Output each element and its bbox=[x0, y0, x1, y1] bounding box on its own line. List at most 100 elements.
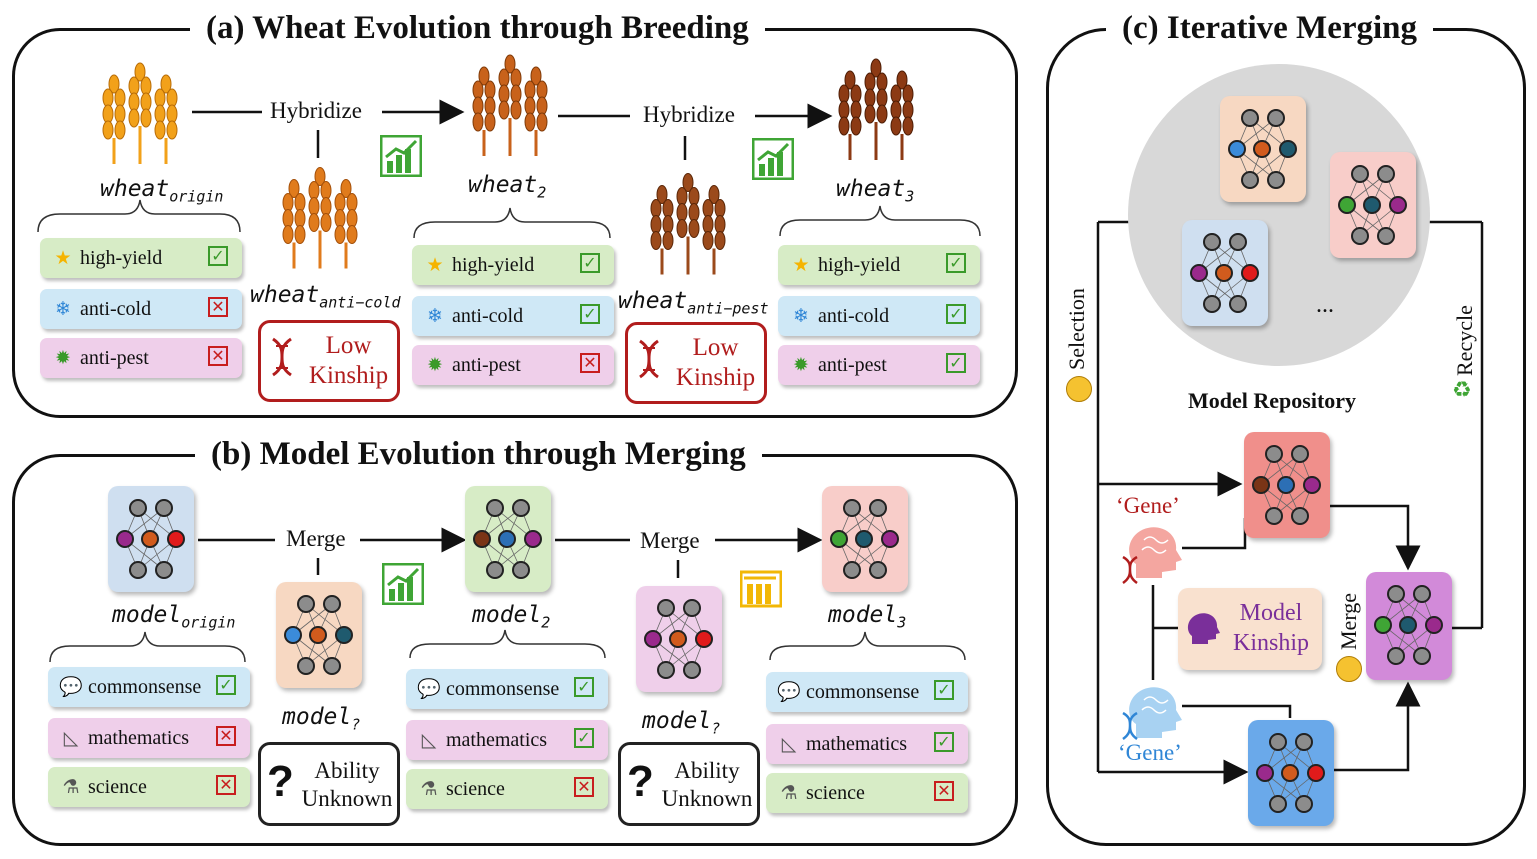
check-icon: ✓ bbox=[574, 728, 594, 748]
wheat-3-label: wheat3 bbox=[836, 176, 915, 206]
selected-model-card bbox=[1248, 720, 1334, 826]
bug-icon: ✹ bbox=[793, 354, 809, 376]
neural-net-icon bbox=[473, 499, 542, 579]
cross-icon: ✕ bbox=[934, 781, 954, 801]
panel-c-title: (c) Iterative Merging bbox=[1106, 8, 1434, 48]
trait-anti-cold: ❄anti-cold✕ bbox=[40, 289, 242, 329]
wheat-origin-icon bbox=[102, 62, 178, 164]
wheat-anti-cold-icon bbox=[282, 167, 358, 269]
check-icon: ✓ bbox=[208, 246, 228, 266]
recycle-icon: ♻ bbox=[1452, 378, 1472, 403]
snowflake-icon: ❄ bbox=[55, 298, 71, 320]
wheat-2-label: wheat2 bbox=[468, 172, 547, 202]
snowflake-icon: ❄ bbox=[427, 305, 443, 327]
trait-science: ⚗science✕ bbox=[766, 773, 968, 813]
merge-side-label: Merge bbox=[1336, 592, 1361, 650]
check-icon: ✓ bbox=[580, 253, 600, 273]
dna-icon bbox=[272, 337, 292, 377]
model-repository-label: Model Repository bbox=[1188, 388, 1357, 413]
merge-label-2: Merge bbox=[640, 528, 700, 553]
head-brain-icon bbox=[1129, 527, 1182, 578]
bug-icon: ✹ bbox=[427, 354, 443, 376]
trait-science: ⚗science✕ bbox=[406, 769, 608, 809]
neural-net-icon bbox=[644, 599, 713, 679]
star-icon: ★ bbox=[792, 254, 810, 276]
gene-label-bottom: ‘Gene’ bbox=[1118, 740, 1182, 765]
hybridize-label-2: Hybridize bbox=[643, 102, 735, 127]
bar-chart-icon bbox=[382, 563, 424, 605]
trait-commonsense: 💬commonsense✓ bbox=[48, 667, 250, 707]
selection-label: Selection bbox=[1064, 288, 1089, 370]
cross-icon: ✕ bbox=[216, 726, 236, 746]
check-icon: ✓ bbox=[934, 732, 954, 752]
check-icon: ✓ bbox=[574, 677, 594, 697]
wheat-origin-label: wheatorigin bbox=[100, 176, 224, 206]
neural-net-icon bbox=[1374, 585, 1443, 665]
trait-high-yield: ★high-yield✓ bbox=[40, 238, 242, 278]
bar-chart-icon bbox=[752, 138, 794, 180]
ruler-icon: ◺ bbox=[781, 733, 797, 755]
neural-net-icon bbox=[116, 499, 185, 579]
microscope-icon: ⚗ bbox=[780, 782, 798, 804]
hybridize-label-1: Hybridize bbox=[270, 98, 362, 123]
check-icon: ✓ bbox=[946, 353, 966, 373]
model-unknown-label: model? bbox=[642, 708, 721, 738]
trait-anti-pest: ✹anti-pest✕ bbox=[40, 338, 242, 378]
bug-icon: ✹ bbox=[55, 347, 71, 369]
trait-mathematics: ◺mathematics✓ bbox=[406, 720, 608, 760]
trait-high-yield: ★high-yield✓ bbox=[412, 245, 614, 285]
speech-bubble-icon: 💬 bbox=[417, 679, 441, 700]
check-icon: ✓ bbox=[946, 304, 966, 324]
cross-icon: ✕ bbox=[216, 775, 236, 795]
wheat-anti-pest-icon bbox=[650, 173, 726, 275]
trait-high-yield: ★high-yield✓ bbox=[778, 245, 980, 285]
microscope-icon: ⚗ bbox=[62, 776, 80, 798]
cross-icon: ✕ bbox=[580, 353, 600, 373]
neural-net-icon bbox=[284, 595, 353, 675]
check-icon: ✓ bbox=[946, 253, 966, 273]
neural-net-icon bbox=[1338, 165, 1407, 245]
panel-a-title: (a) Wheat Evolution through Breeding bbox=[190, 8, 765, 48]
model-2-card bbox=[465, 486, 551, 592]
trait-anti-pest: ✹anti-pest✓ bbox=[778, 345, 980, 385]
bar-chart-icon bbox=[740, 570, 782, 608]
neural-net-icon bbox=[830, 499, 899, 579]
check-icon: ✓ bbox=[216, 675, 236, 695]
trait-anti-pest: ✹anti-pest✕ bbox=[412, 345, 614, 385]
wheat-anti-pest-label: wheatanti−pest bbox=[618, 288, 769, 318]
dna-icon bbox=[1122, 712, 1138, 740]
ruler-icon: ◺ bbox=[421, 729, 437, 751]
gene-label-top: ‘Gene’ bbox=[1116, 493, 1180, 518]
dna-icon bbox=[1122, 556, 1138, 584]
trait-mathematics: ◺mathematics✓ bbox=[766, 724, 968, 764]
model-2-label: model2 bbox=[472, 602, 551, 632]
recycle-label: Recycle bbox=[1452, 305, 1477, 376]
selected-model-card bbox=[1244, 432, 1330, 538]
merge-label-1: Merge bbox=[286, 526, 346, 551]
neural-net-icon bbox=[1256, 733, 1325, 813]
speech-bubble-icon: 💬 bbox=[777, 682, 801, 703]
repository-ellipsis: ... bbox=[1316, 292, 1334, 318]
thinking-face-icon bbox=[1066, 376, 1092, 402]
head-brain-icon bbox=[1129, 687, 1182, 738]
model-unknown-label: model? bbox=[282, 704, 361, 734]
model-origin-card bbox=[108, 486, 194, 592]
model-unknown-card bbox=[636, 586, 722, 692]
trait-commonsense: 💬commonsense✓ bbox=[766, 672, 968, 712]
dna-icon bbox=[639, 339, 659, 379]
wheat-anti-cold-label: wheatanti−cold bbox=[250, 282, 401, 312]
model-3-card bbox=[822, 486, 908, 592]
trait-commonsense: 💬commonsense✓ bbox=[406, 669, 608, 709]
question-mark-icon: ? bbox=[267, 757, 294, 806]
repository-model-card bbox=[1330, 152, 1416, 258]
